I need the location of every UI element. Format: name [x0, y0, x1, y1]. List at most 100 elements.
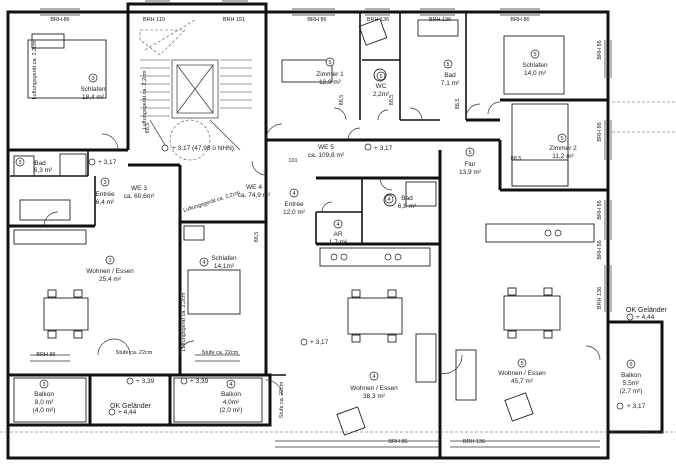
unit-we3-area: ca. 60,6m²: [124, 193, 156, 200]
svg-text:5: 5: [520, 361, 523, 367]
svg-text:25,4 m²: 25,4 m²: [99, 276, 122, 283]
svg-text:45,7 m²: 45,7 m²: [511, 378, 534, 385]
svg-text:5: 5: [468, 150, 471, 156]
svg-text:5: 5: [379, 74, 382, 80]
svg-text:BRH 136: BRH 136: [429, 17, 451, 23]
svg-text:Entrée: Entrée: [284, 201, 304, 208]
windows: [0, 0, 676, 448]
room-entree-w: 3 Entrée 6,4 m²: [95, 177, 115, 206]
furniture: [13, 18, 595, 436]
svg-text:3: 3: [108, 258, 111, 264]
unit-we5-name: WE 5: [318, 144, 334, 151]
svg-text:5: 5: [560, 136, 563, 142]
level-marker-stair: + 3,17 (47,98 ü NHN): [161, 144, 234, 152]
svg-text:Wohnen / Essen: Wohnen / Essen: [86, 268, 134, 275]
room-bad-mid: 4 Bad 6,8 m²: [384, 194, 417, 210]
level-marker-1: + 3,17: [88, 158, 117, 166]
svg-text:88,5: 88,5: [254, 232, 260, 243]
svg-text:5: 5: [533, 52, 536, 58]
svg-text:+ 3,17: + 3,17: [374, 145, 393, 152]
room-schlafen-mid: 4 Schlafen 14,1m²: [199, 255, 237, 270]
level-marker-b3: + 4,44: [108, 408, 137, 416]
svg-text:4,0m²: 4,0m²: [223, 399, 240, 406]
svg-text:+ 3,39: + 3,39: [136, 378, 155, 385]
svg-text:BRH 86: BRH 86: [597, 122, 603, 141]
svg-text:+ 3,39: + 3,39: [190, 378, 209, 385]
room-flur: 5 Flur 13,9 m²: [459, 147, 482, 176]
svg-text:(2,7 m²): (2,7 m²): [620, 388, 643, 395]
svg-text:38,3 m²: 38,3 m²: [363, 393, 386, 400]
svg-text:14,1m²: 14,1m²: [214, 263, 235, 270]
svg-text:88,5: 88,5: [511, 156, 522, 162]
svg-text:5,5m²: 5,5m²: [623, 380, 640, 387]
svg-text:BRH 86: BRH 86: [597, 40, 603, 59]
svg-text:Flur: Flur: [464, 161, 476, 168]
room-bad-n: 5 Bad 7,1 m²: [441, 59, 460, 87]
svg-text:6,3 m²: 6,3 m²: [34, 167, 53, 174]
room-wohnen-e: 5 Wohnen / Essen 45,7 m²: [498, 358, 546, 385]
svg-text:12,0 m²: 12,0 m²: [283, 209, 306, 216]
note-ok-gelaender-1: OK Geländer: [110, 403, 152, 410]
svg-text:Schlafen: Schlafen: [80, 86, 106, 93]
svg-text:BRH 86: BRH 86: [597, 240, 603, 259]
level-marker-b2: + 3,39: [180, 377, 209, 385]
svg-text:5: 5: [328, 60, 331, 66]
svg-text:Schlafen: Schlafen: [522, 62, 548, 69]
svg-text:BRH 136: BRH 136: [463, 439, 485, 445]
svg-text:3: 3: [103, 180, 106, 186]
svg-text:BRH 151: BRH 151: [223, 17, 245, 23]
svg-text:101: 101: [288, 158, 297, 164]
svg-text:Zimmer 2: Zimmer 2: [549, 145, 577, 152]
svg-text:BRH 86: BRH 86: [510, 17, 529, 23]
note-stufe-3: Stufe ca. 22cm: [279, 381, 285, 418]
note-ok-gelaender-2: OK Geländer: [626, 307, 668, 314]
svg-text:Balkon: Balkon: [621, 372, 641, 379]
unit-we3-name: WE 3: [131, 185, 147, 192]
svg-text:BRH 110: BRH 110: [143, 17, 165, 23]
note-stufe-2: Stufe ca. 22cm: [202, 350, 239, 356]
svg-text:BRH 86: BRH 86: [50, 17, 69, 23]
svg-text:4: 4: [229, 382, 232, 388]
svg-text:3: 3: [42, 382, 45, 388]
room-wohnen-mid: 4 Wohnen / Essen 38,3 m²: [350, 371, 398, 400]
room-schlafen-nw: 3 Schlafen 18,4 m²: [80, 73, 106, 101]
room-entree-mid: 4 Entrée 12,0 m²: [283, 188, 306, 216]
svg-text:WC: WC: [376, 83, 387, 90]
svg-text:+ 4,44: + 4,44: [118, 409, 137, 416]
svg-text:13,9 m²: 13,9 m²: [459, 169, 482, 176]
svg-text:+ 3,17: + 3,17: [310, 339, 329, 346]
room-wc: 5 WC 2,2m²: [373, 71, 390, 98]
svg-text:4: 4: [387, 197, 390, 203]
svg-text:4: 4: [292, 191, 295, 197]
staircase: [139, 19, 252, 161]
svg-text:Schlafen: Schlafen: [211, 255, 237, 262]
level-marker-3: + 3,17: [300, 338, 329, 346]
svg-text:11,2 m²: 11,2 m²: [552, 153, 574, 160]
svg-text:8,0 m²: 8,0 m²: [35, 399, 54, 406]
svg-text:BRH 86: BRH 86: [597, 200, 603, 219]
svg-text:BRH 86: BRH 86: [36, 352, 55, 358]
svg-text:4: 4: [202, 260, 205, 266]
dimension-labels: BRH 86 BRH 110 BRH 151 BRH 86 BRH 136 BR…: [36, 17, 603, 445]
svg-text:+ 3,17 (47,98 ü NHN): + 3,17 (47,98 ü NHN): [172, 145, 234, 152]
note-luft-2: Luftungsgerät ca. 2,2cm: [142, 70, 148, 129]
unit-we4-name: WE 4: [246, 184, 262, 191]
svg-text:88,5: 88,5: [455, 99, 461, 110]
svg-text:Wohnen / Essen: Wohnen / Essen: [498, 370, 546, 377]
svg-text:88,5: 88,5: [145, 123, 151, 134]
svg-text:88,5: 88,5: [339, 95, 345, 106]
svg-text:5: 5: [629, 362, 632, 368]
room-wohnen-w: 3 Wohnen / Essen 25,4 m²: [86, 255, 134, 283]
svg-text:1,7 m²: 1,7 m²: [329, 239, 348, 246]
svg-text:88,5: 88,5: [389, 95, 395, 106]
svg-text:Zimmer 1: Zimmer 1: [316, 71, 344, 78]
room-balkon-e: 5 Balkon 5,5m² (2,7 m²): [620, 359, 643, 395]
svg-text:Bad: Bad: [444, 72, 456, 79]
svg-text:(4,0 m²): (4,0 m²): [33, 407, 56, 414]
svg-text:6,8 m²: 6,8 m²: [398, 203, 417, 210]
svg-text:5: 5: [446, 62, 449, 68]
svg-text:+ 4,44: + 4,44: [636, 314, 655, 321]
svg-text:Entrée: Entrée: [95, 191, 115, 198]
note-luft-4: Luftungsgerät ca. 2,2cm: [183, 190, 241, 214]
